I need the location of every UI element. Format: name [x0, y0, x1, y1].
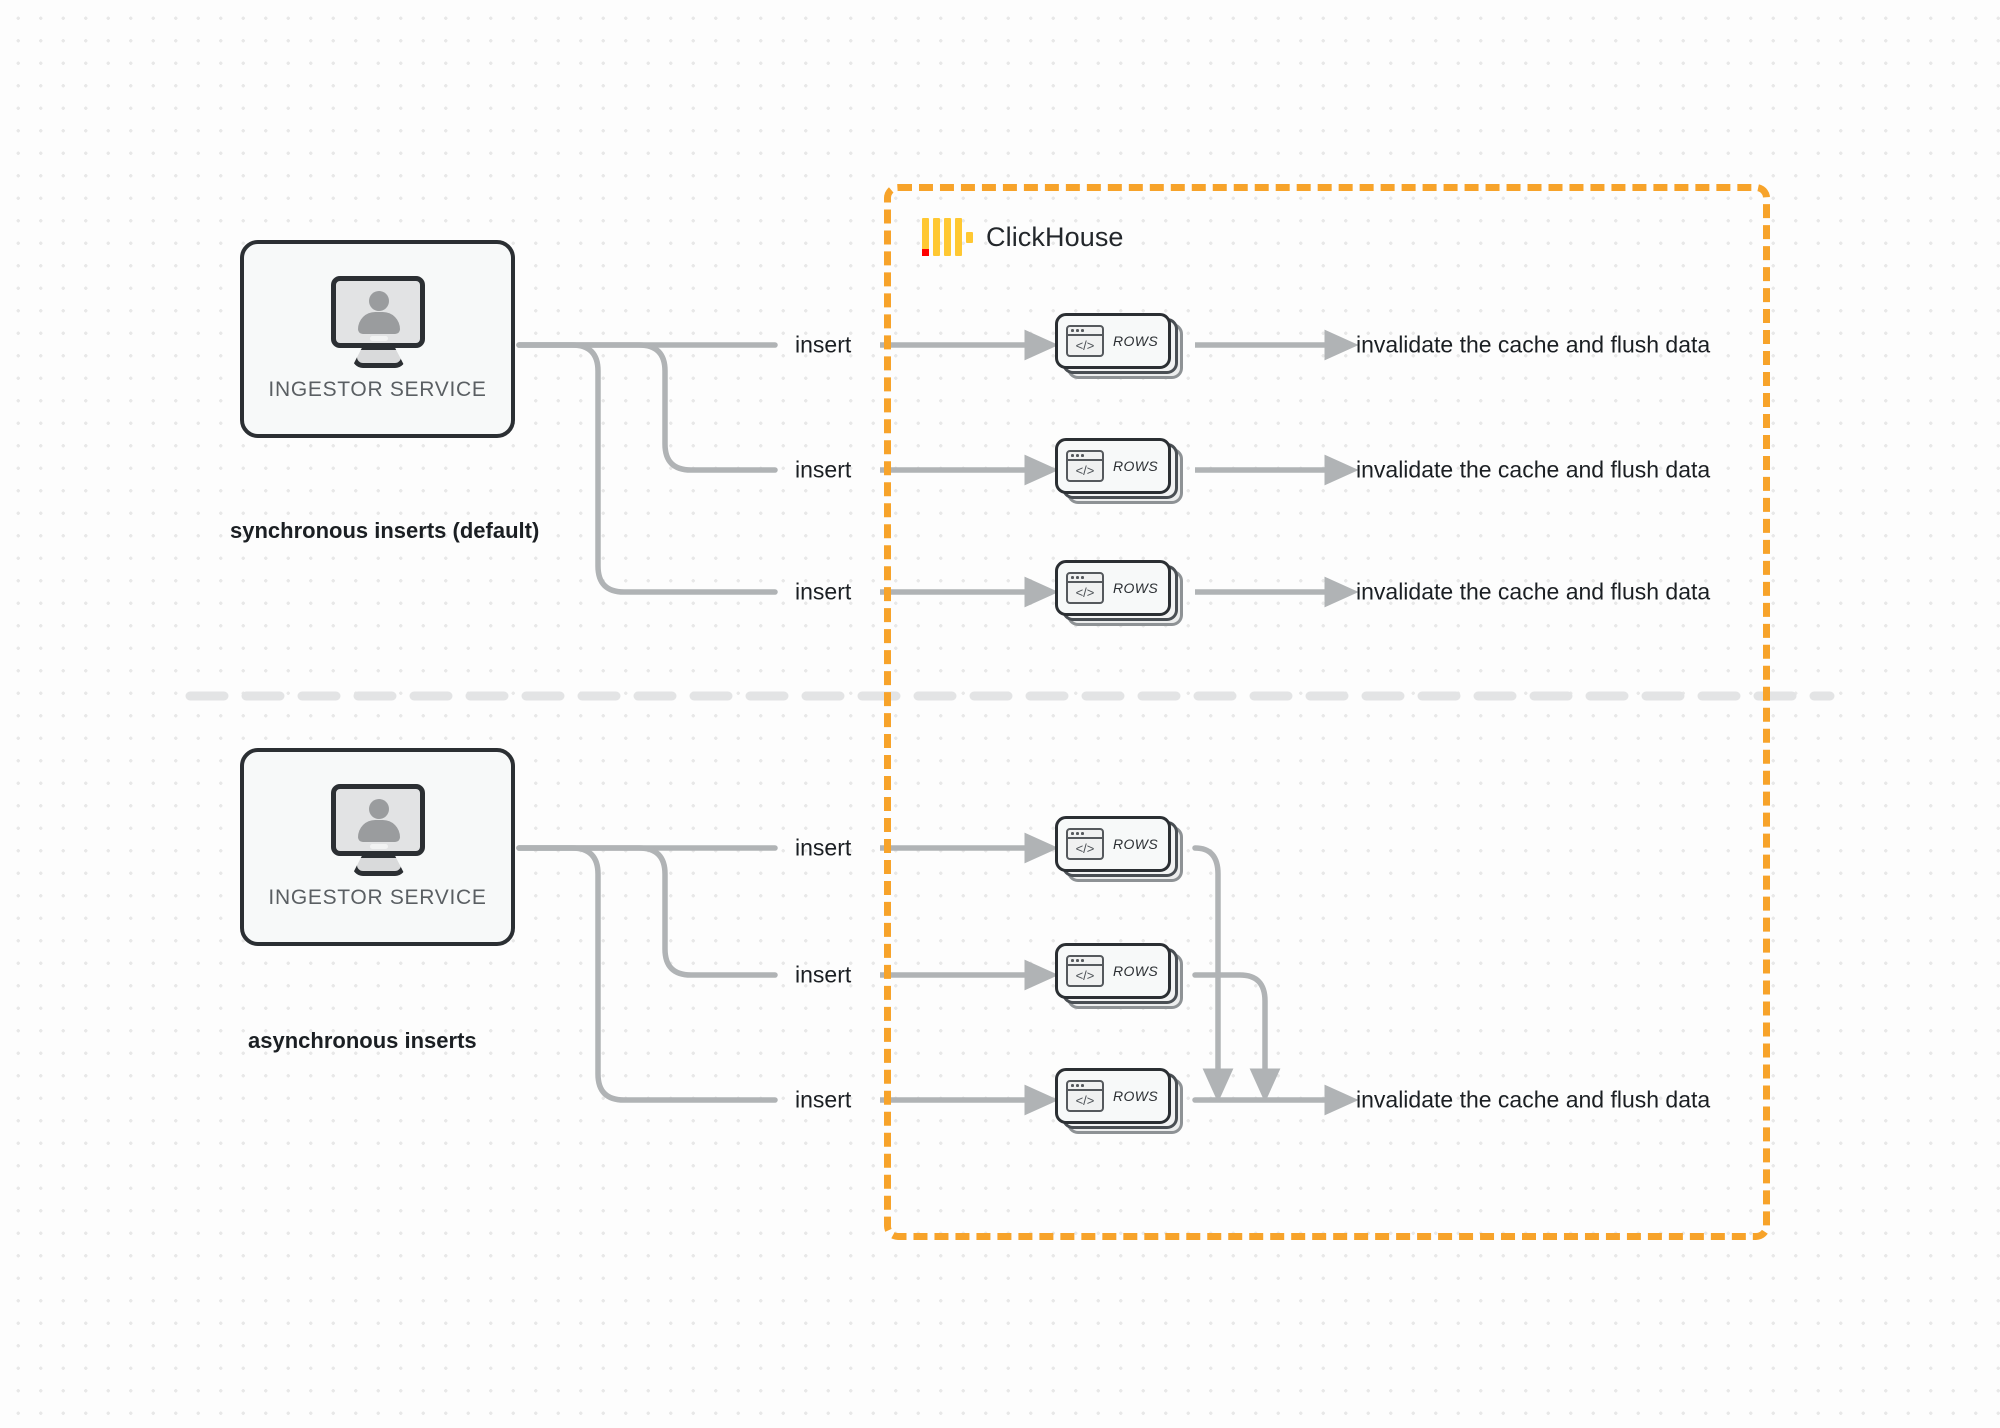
clickhouse-brand: ClickHouse: [922, 218, 1124, 256]
ingestor-service-label: INGESTOR SERVICE: [268, 378, 487, 401]
clickhouse-brand-label: ClickHouse: [986, 221, 1124, 252]
code-window-icon: </>: [1066, 828, 1104, 860]
rows-node-sync-1[interactable]: </> ROWS: [1055, 313, 1183, 379]
rows-node-async-3[interactable]: </> ROWS: [1055, 1068, 1183, 1134]
code-window-icon: </>: [1066, 572, 1104, 604]
rows-node-label: ROWS: [1113, 580, 1159, 596]
edge-label-flush-sync-2: invalidate the cache and flush data: [1356, 456, 1711, 483]
section-caption-synchronous: synchronous inserts (default): [230, 518, 540, 543]
monitor-user-icon: [325, 784, 431, 876]
rows-node-label: ROWS: [1113, 836, 1159, 852]
rows-node-label: ROWS: [1113, 963, 1159, 979]
edge-label-insert-sync-2: insert: [795, 456, 852, 483]
section-caption-asynchronous: asynchronous inserts: [248, 1028, 477, 1053]
rows-node-label: ROWS: [1113, 1088, 1159, 1104]
wire-async-in-2: [516, 845, 778, 978]
clickhouse-logo-icon: [922, 218, 973, 256]
code-window-icon: </>: [1066, 955, 1104, 987]
edge-label-insert-async-3: insert: [795, 1086, 852, 1113]
code-window-icon: </>: [1066, 450, 1104, 482]
edge-label-flush-sync-1: invalidate the cache and flush data: [1356, 331, 1711, 358]
edge-label-flush-sync-3: invalidate the cache and flush data: [1356, 578, 1711, 605]
code-window-icon: </>: [1066, 325, 1104, 357]
code-window-icon: </>: [1066, 1080, 1104, 1112]
edge-label-insert-async-1: insert: [795, 834, 852, 861]
wire-sync-in-3: [516, 342, 778, 595]
ingestor-service-sync[interactable]: INGESTOR SERVICE: [240, 240, 515, 438]
clickhouse-boundary: [884, 184, 1770, 1240]
rows-node-label: ROWS: [1113, 458, 1159, 474]
ingestor-service-async[interactable]: INGESTOR SERVICE: [240, 748, 515, 946]
edge-label-insert-async-2: insert: [795, 961, 852, 988]
ingestor-service-label: INGESTOR SERVICE: [268, 886, 487, 909]
rows-node-sync-2[interactable]: </> ROWS: [1055, 438, 1183, 504]
rows-node-sync-3[interactable]: </> ROWS: [1055, 560, 1183, 626]
rows-node-async-1[interactable]: </> ROWS: [1055, 816, 1183, 882]
edge-label-flush-async: invalidate the cache and flush data: [1356, 1086, 1711, 1113]
edge-label-insert-sync-1: insert: [795, 331, 852, 358]
monitor-user-icon: [325, 276, 431, 368]
rows-node-async-2[interactable]: </> ROWS: [1055, 943, 1183, 1009]
wire-sync-in-2: [516, 342, 778, 473]
rows-node-label: ROWS: [1113, 333, 1159, 349]
edge-label-insert-sync-3: insert: [795, 578, 852, 605]
wire-async-in-3: [516, 845, 778, 1103]
